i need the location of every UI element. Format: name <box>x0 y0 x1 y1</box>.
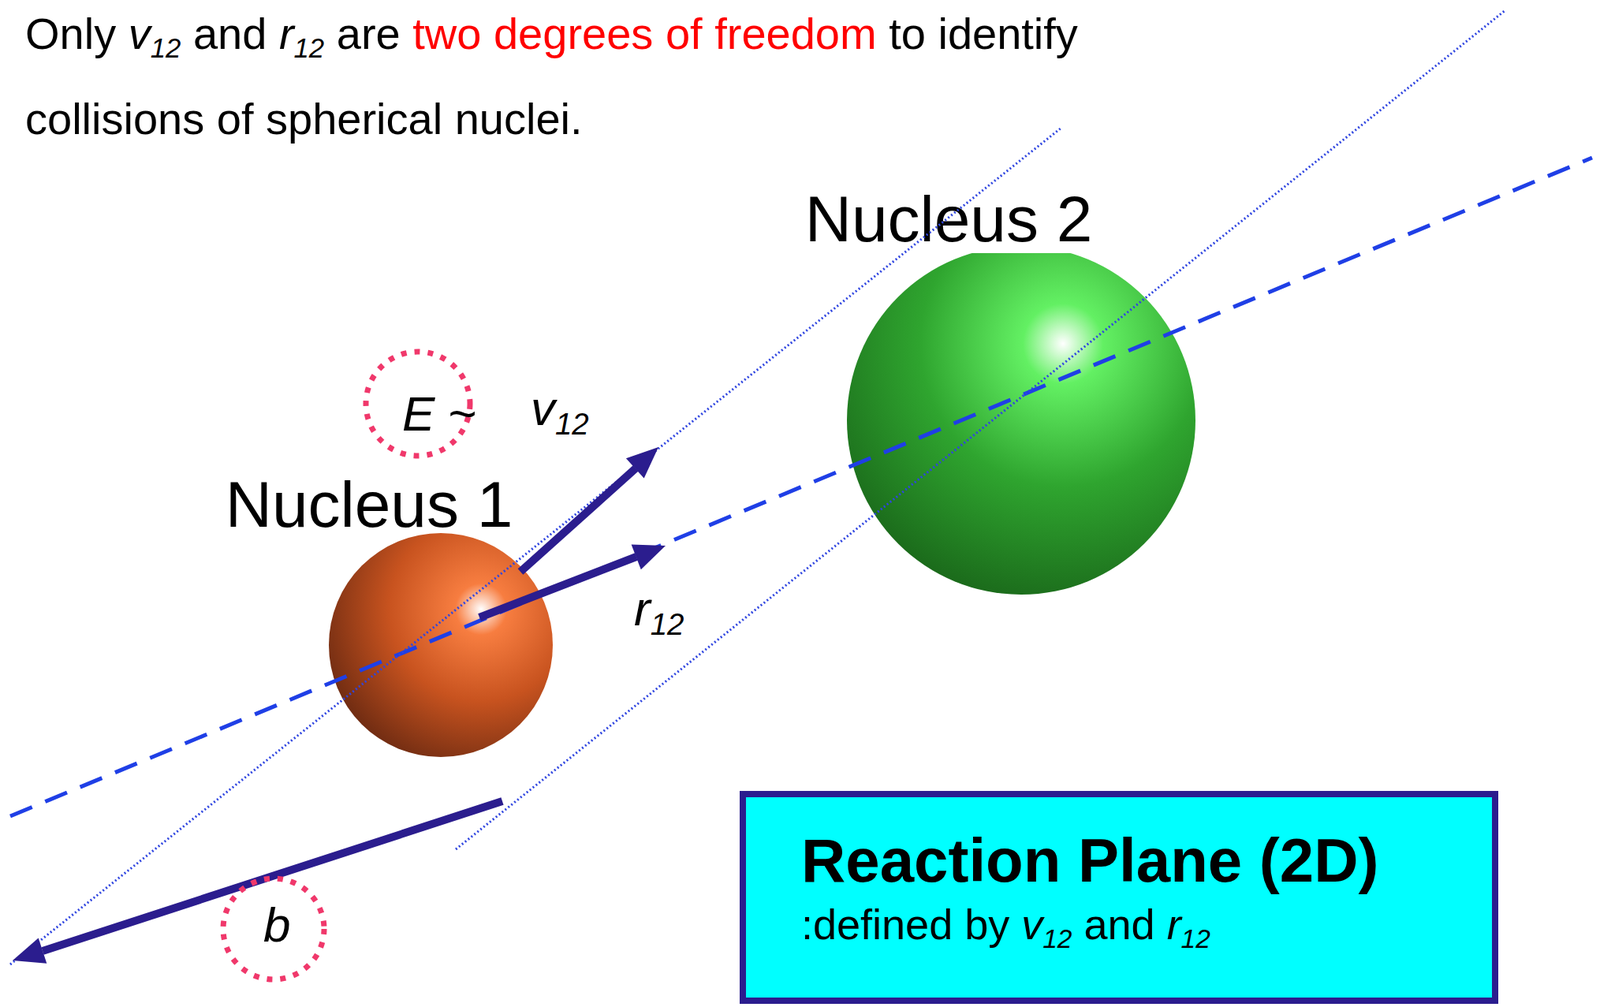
word: to <box>888 8 926 59</box>
word-gap <box>702 8 716 59</box>
slide-title: Only v12 and r12 are two degrees of free… <box>25 0 1224 155</box>
reaction-plane-box: Reaction Plane (2D):defined by v12 and r… <box>739 790 1499 1004</box>
word: 2 <box>1056 182 1093 255</box>
word-gap <box>324 8 337 59</box>
symbol-label: r12 <box>634 584 684 641</box>
word: spherical <box>265 93 443 144</box>
word: two <box>412 8 482 59</box>
word: :defined <box>801 900 953 948</box>
word-gap <box>1155 900 1168 948</box>
variable: v <box>530 380 556 436</box>
word: Nucleus <box>805 182 1039 255</box>
nucleus-label: Nucleus 2 <box>798 185 1100 254</box>
word: and <box>1084 900 1156 948</box>
word-gap <box>952 900 965 948</box>
word: Only <box>25 8 116 59</box>
word: (2D) <box>1259 825 1380 896</box>
word-gap <box>481 8 494 59</box>
word: of <box>216 93 254 144</box>
variable: v <box>128 8 151 59</box>
variable: r <box>279 8 295 59</box>
nucleus-label: Nucleus 1 <box>219 470 520 539</box>
label-holder: v12 <box>530 384 590 441</box>
symbol-label: E ~ <box>402 389 478 439</box>
label-holder: E ~ <box>402 389 478 439</box>
velocity-track-dotted <box>10 127 1062 965</box>
word: and <box>193 8 267 59</box>
word: freedom <box>714 8 877 59</box>
word-gap <box>253 93 266 144</box>
separation-arrow-shaft <box>479 556 637 618</box>
word: Nucleus <box>225 468 459 541</box>
impact-parameter-arrow-head <box>12 937 47 963</box>
highlight-dotted-circle <box>223 878 325 980</box>
variable: E <box>402 386 435 441</box>
word-gap <box>458 468 478 541</box>
label-holder: Nucleus 1 <box>219 470 520 539</box>
velocity-arrow-head <box>626 447 659 478</box>
word: Reaction <box>801 825 1061 896</box>
label-holder: b <box>263 900 291 950</box>
word-gap <box>1071 900 1084 948</box>
impact-parameter-arrow-shaft <box>42 801 503 952</box>
variable: v <box>1021 900 1043 948</box>
word-gap <box>115 8 129 59</box>
word: 1 <box>477 468 514 541</box>
word-gap <box>652 8 666 59</box>
subscript: 12 <box>1181 923 1211 953</box>
word-gap <box>1060 825 1078 896</box>
nucleus-sphere: Nucleus 1 <box>328 533 553 758</box>
sphere-body <box>328 533 553 758</box>
word-gap <box>400 8 414 59</box>
word-gap <box>266 8 280 59</box>
word: nuclei. <box>455 93 583 144</box>
word: degrees <box>493 8 653 59</box>
label-holder: r12 <box>634 584 684 641</box>
subscript: 12 <box>150 33 182 64</box>
velocity-track-dotted <box>455 10 1506 850</box>
word: of <box>665 8 703 59</box>
variable: b <box>263 897 291 952</box>
word-gap <box>442 93 456 144</box>
subscript: 12 <box>1042 923 1072 953</box>
symbol-label: b <box>263 900 291 950</box>
velocity-arrow-shaft <box>520 468 636 572</box>
nucleus-sphere: Nucleus 2 <box>846 246 1196 595</box>
word-gap <box>434 386 448 441</box>
word-gap <box>876 8 890 59</box>
word-gap <box>180 8 194 59</box>
word: ~ <box>448 386 478 441</box>
variable: r <box>1167 900 1182 948</box>
subscript: 12 <box>555 406 590 441</box>
word-gap <box>925 8 939 59</box>
word-gap <box>204 93 217 144</box>
subscript: 12 <box>650 607 685 642</box>
word-gap <box>1009 900 1022 948</box>
box-heading: Reaction Plane (2D) <box>801 825 1380 897</box>
subscript: 12 <box>294 33 325 64</box>
variable: r <box>634 581 651 636</box>
sphere-body <box>846 246 1196 595</box>
word: by <box>964 900 1010 948</box>
word-gap <box>1038 182 1057 255</box>
separation-arrow-head <box>631 544 666 571</box>
word: collisions <box>25 93 205 144</box>
sphere-shape <box>846 246 1196 595</box>
word-gap <box>1241 825 1260 896</box>
label-holder: Nucleus 2 <box>798 185 1100 254</box>
sphere-shape <box>328 533 553 758</box>
separation-axis-dashed <box>10 157 1593 817</box>
word: are <box>336 8 401 59</box>
box-body: :defined by v12 and r12 <box>801 896 1211 956</box>
symbol-label: v12 <box>530 384 590 441</box>
word: Plane <box>1077 825 1242 896</box>
word: identify <box>937 8 1078 59</box>
